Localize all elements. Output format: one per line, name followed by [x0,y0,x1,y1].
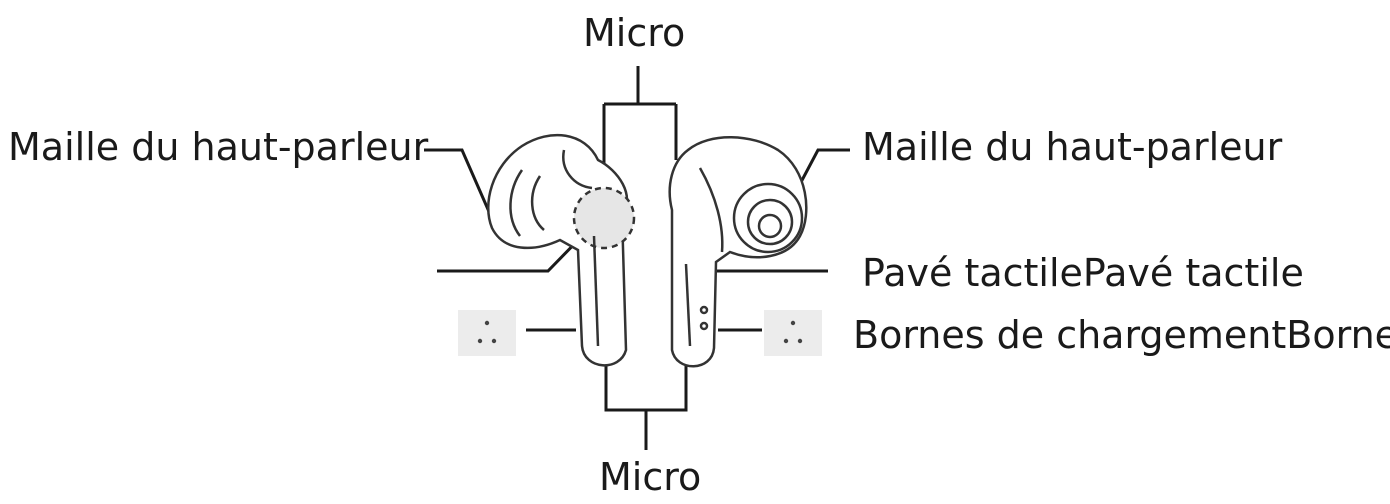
right-speaker-ring-mid [746,198,794,246]
right-speaker-ring-inner [757,213,783,239]
right-earbud [668,136,808,368]
charge-terminals-right [764,310,822,356]
left-earbud [487,133,636,367]
touch-pad-label: Pavé tactilePavé tactile [862,251,1304,295]
speaker-mesh-left-label: Maille du haut-parleur [8,125,429,169]
charging-terminals-label: Bornes de chargementBornes [853,313,1390,357]
mic-top-label: Micro [583,11,686,55]
charge-terminals-left [458,310,516,356]
mic-bottom-label: Micro [599,455,702,499]
speaker-mesh-right-label: Maille du haut-parleur [862,125,1283,169]
mic-bottom-bracket [604,362,688,450]
right-speaker-ring-outer [732,182,804,254]
mic-top-bracket [602,66,678,178]
mesh-left-leader [424,148,492,215]
left-touch-pad [572,186,636,250]
left-earbud-tip [509,169,524,237]
callout-lines [424,66,850,450]
